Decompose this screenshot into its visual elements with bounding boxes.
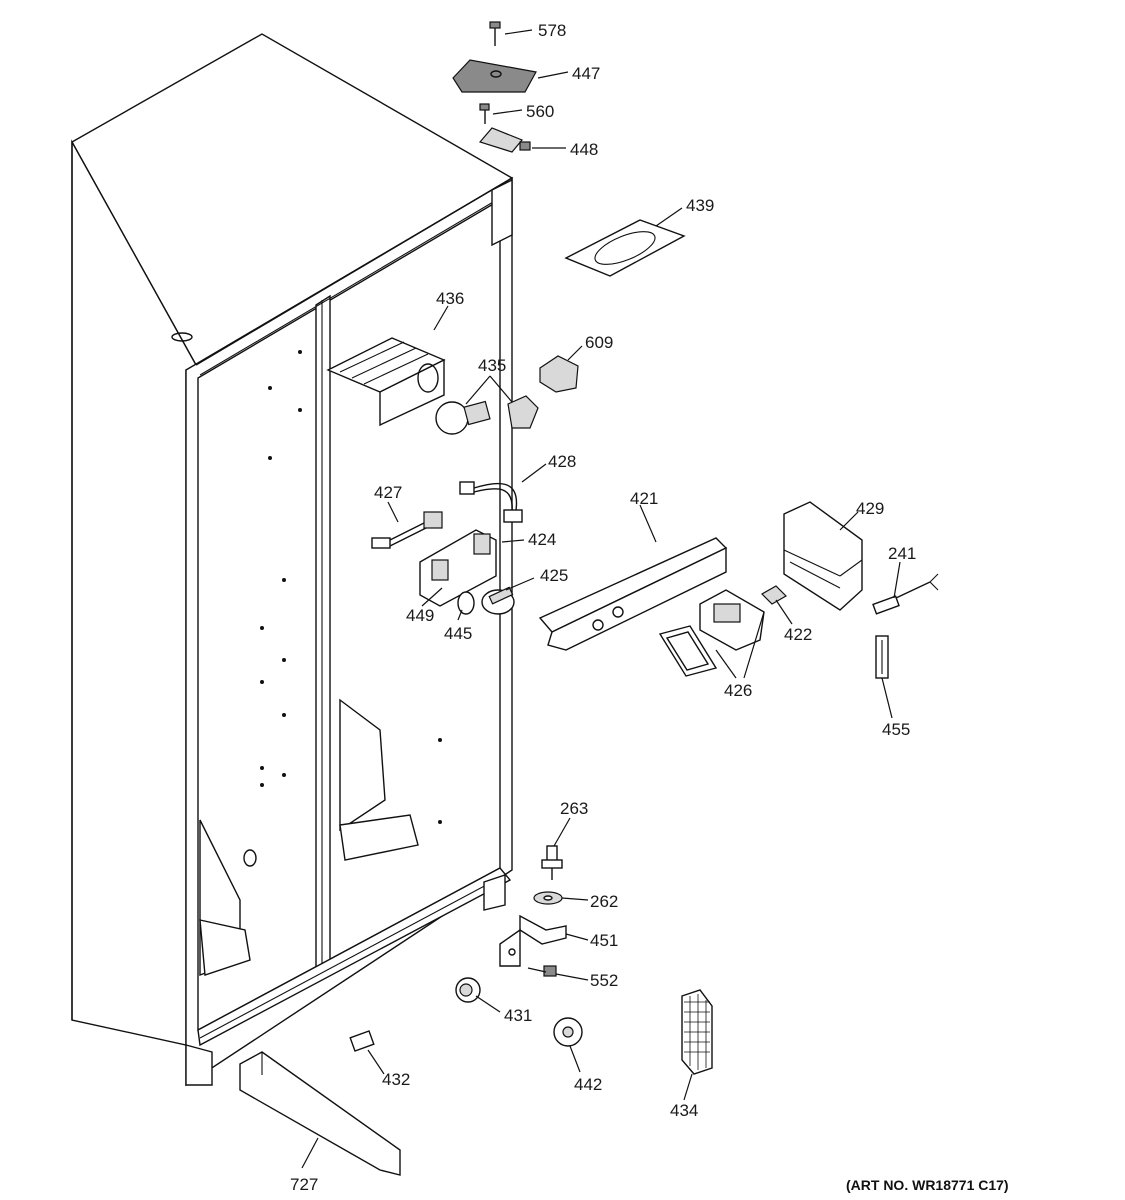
light-socket-435 — [507, 395, 539, 429]
label-427: 427 — [374, 483, 402, 502]
knob-425 — [481, 586, 515, 615]
label-609: 609 — [585, 333, 613, 352]
label-434: 434 — [670, 1101, 698, 1120]
label-241: 241 — [888, 544, 916, 563]
grille-426 — [658, 625, 718, 677]
damper-426 — [699, 589, 765, 651]
label-445: 445 — [444, 624, 472, 643]
refrigerator-cabinet — [71, 33, 514, 1087]
leader-lines — [301, 29, 901, 1169]
hinge-pin-263 — [541, 845, 563, 880]
thermistor-241 — [872, 573, 939, 615]
label-422: 422 — [784, 625, 812, 644]
sensor-holder-455 — [875, 635, 889, 679]
label-578: 578 — [538, 21, 566, 40]
label-431: 431 — [504, 1006, 532, 1025]
hinge-cover-447 — [452, 59, 537, 93]
light-shield-439 — [564, 219, 686, 277]
sleeve-432 — [349, 1030, 375, 1052]
spacer-445 — [457, 591, 475, 615]
label-439: 439 — [686, 196, 714, 215]
light-bulb-435 — [435, 400, 491, 435]
label-448: 448 — [570, 140, 598, 159]
hinge-448 — [478, 127, 531, 153]
screw-552 — [527, 965, 557, 977]
art-number: (ART NO. WR18771 C17) — [846, 1177, 1009, 1193]
label-449: 449 — [406, 606, 434, 625]
label-262: 262 — [590, 892, 618, 911]
label-455: 455 — [882, 720, 910, 739]
label-425: 425 — [540, 566, 568, 585]
label-426: 426 — [724, 681, 752, 700]
liner-mounting-holes — [260, 350, 442, 824]
part-labels: 578 447 560 448 439 436 609 435 428 427 … — [290, 21, 916, 1194]
label-263: 263 — [560, 799, 588, 818]
label-436: 436 — [436, 289, 464, 308]
control-housing-421 — [538, 537, 728, 651]
screw-560 — [479, 103, 490, 124]
label-442: 442 — [574, 1075, 602, 1094]
damper-bracket-429 — [783, 501, 863, 611]
kickplate-727 — [239, 1051, 401, 1176]
wire-harness-427 — [371, 511, 443, 549]
bushing-442 — [553, 1017, 583, 1047]
light-housing-436 — [326, 337, 446, 427]
label-432: 432 — [382, 1070, 410, 1089]
control-panel-424 — [419, 529, 497, 607]
clip-422 — [761, 585, 787, 605]
label-428: 428 — [548, 452, 576, 471]
screw-578 — [489, 21, 501, 46]
switch-609 — [539, 355, 579, 393]
label-421: 421 — [630, 489, 658, 508]
label-429: 429 — [856, 499, 884, 518]
label-435: 435 — [478, 356, 506, 375]
bottom-hinge-451 — [499, 914, 567, 967]
roller-431 — [455, 977, 481, 1003]
washer-262 — [533, 891, 563, 905]
label-727: 727 — [290, 1175, 318, 1194]
wire-harness-428 — [459, 481, 523, 523]
label-560: 560 — [526, 102, 554, 121]
label-447: 447 — [572, 64, 600, 83]
base-grille-434 — [681, 989, 713, 1075]
label-451: 451 — [590, 931, 618, 950]
label-552: 552 — [590, 971, 618, 990]
label-424: 424 — [528, 530, 556, 549]
